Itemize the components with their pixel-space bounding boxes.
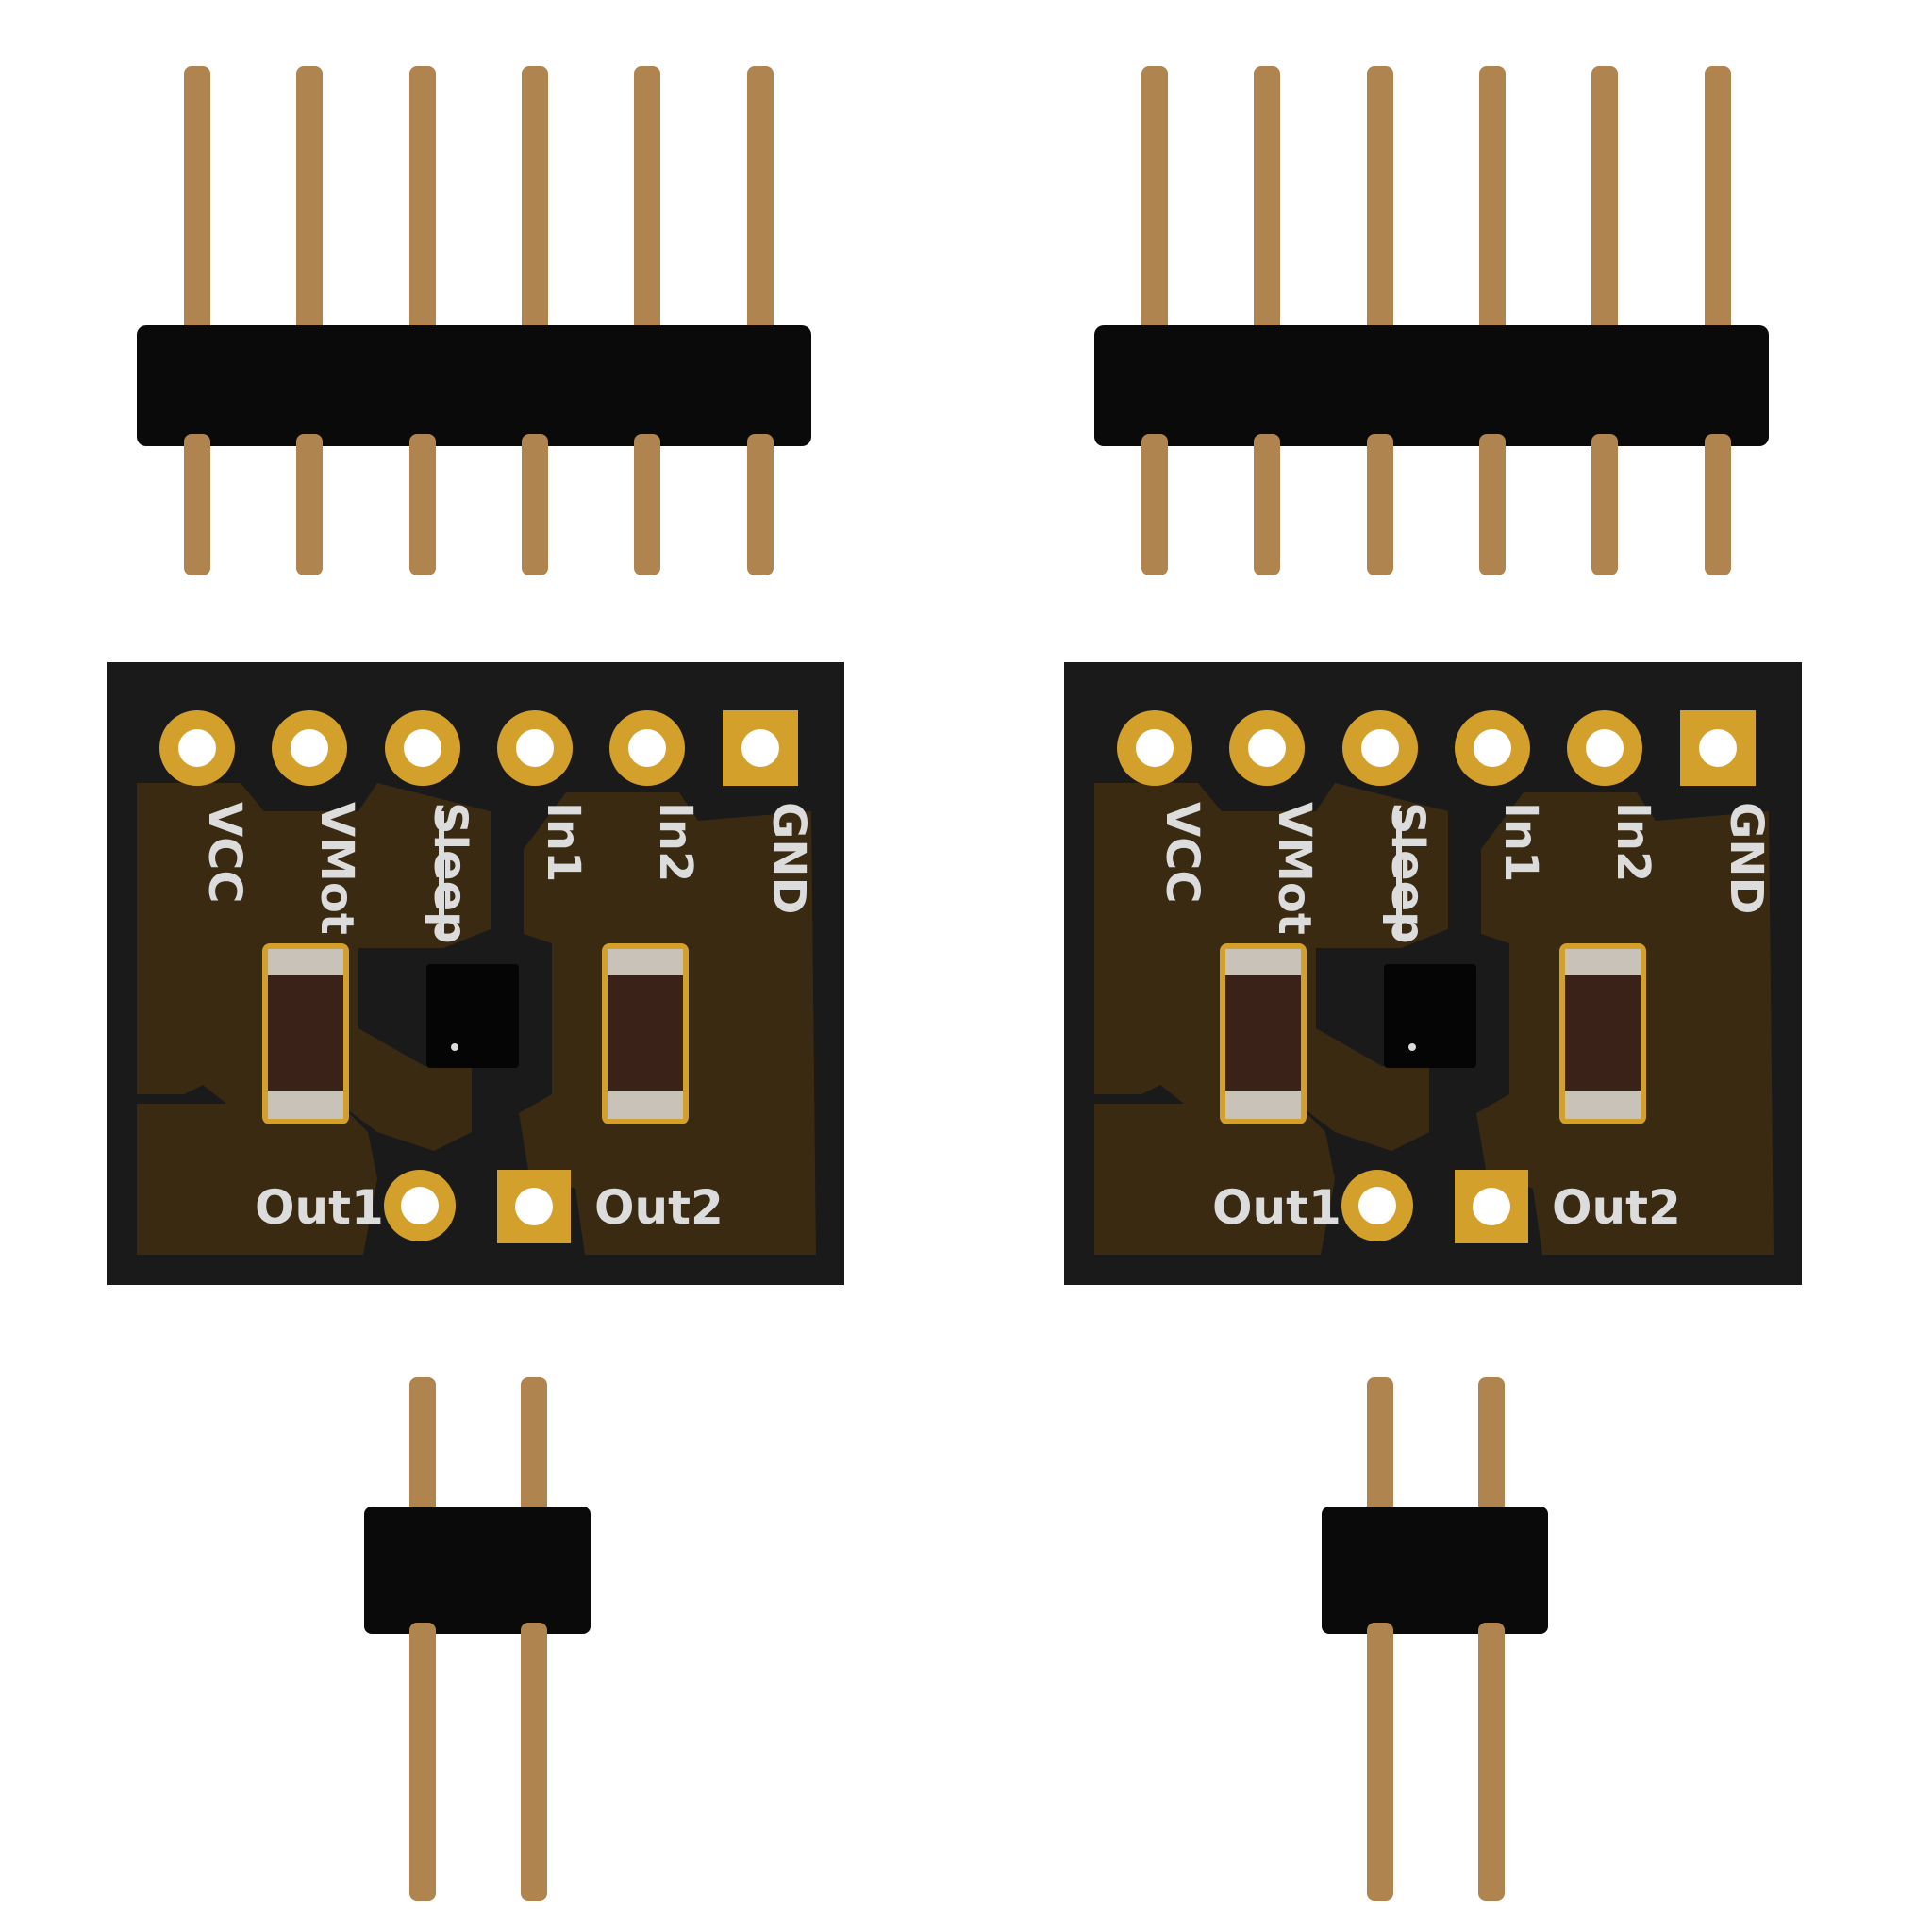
output-pads: Out1 Out2 <box>1212 1170 1681 1243</box>
pad-hole-5 <box>1586 729 1624 767</box>
header-plastic-body <box>1322 1507 1548 1634</box>
out1-hole <box>401 1187 439 1224</box>
capacitor-c2 <box>602 943 689 1124</box>
pcb-board-right: VCC VMot Sleep In1 In2 GND <box>1064 662 1802 1285</box>
header-pin-upper-2 <box>296 66 323 340</box>
header-pin-upper-2 <box>1254 66 1280 340</box>
pin-pads <box>159 710 798 786</box>
header-pin-upper-4 <box>522 66 548 340</box>
pad-hole-2 <box>1248 729 1286 767</box>
pin-label-sleep: Sleep <box>1381 802 1434 944</box>
header-pin-lower-6 <box>1705 434 1731 575</box>
header-pin-lower-5 <box>634 434 660 575</box>
header-plastic-body <box>364 1507 591 1634</box>
header-pin-lower-5 <box>1591 434 1618 575</box>
pin-lower-1 <box>1367 1623 1393 1901</box>
pin-lower-1 <box>409 1623 436 1901</box>
output-pads: Out1 Out2 <box>255 1170 724 1243</box>
out2-hole <box>515 1188 553 1225</box>
header-pins <box>184 66 774 340</box>
pad-hole-3 <box>404 729 441 767</box>
pin1-dot <box>1408 1043 1416 1051</box>
header-pin-lower-6 <box>747 434 774 575</box>
six-pin-header-right <box>1094 66 1769 575</box>
header-pin-lower-2 <box>1254 434 1280 575</box>
header-plastic-body <box>137 325 811 446</box>
header-pin-upper-1 <box>1141 66 1168 340</box>
output-label-out2: Out2 <box>594 1180 724 1235</box>
driver-ic-chip <box>1384 964 1476 1068</box>
header-pin-lower-3 <box>409 434 436 575</box>
pin-label-vmot: VMot <box>310 802 363 935</box>
header-pin-upper-1 <box>184 66 210 340</box>
pin-lower-2 <box>1478 1623 1505 1901</box>
pin-upper-2 <box>1478 1377 1505 1519</box>
pin-upper-1 <box>1367 1377 1393 1519</box>
header-pin-upper-6 <box>747 66 774 340</box>
pin-upper-2 <box>521 1377 547 1519</box>
pin-label-sleep: Sleep <box>424 802 476 944</box>
header-pins-lower <box>1141 434 1731 575</box>
pin-labels: VCC VMot Sleep In1 In2 GND <box>1156 802 1773 944</box>
pad-hole-6 <box>1699 729 1737 767</box>
header-pin-upper-6 <box>1705 66 1731 340</box>
pad-hole-1 <box>178 729 216 767</box>
pin-labels: VCC VMot Sleep In1 In2 GND <box>198 802 815 944</box>
capacitor-c1 <box>262 943 349 1124</box>
header-pin-lower-2 <box>296 434 323 575</box>
pin-lower-2 <box>521 1623 547 1901</box>
driver-module-right: VCC VMot Sleep In1 In2 GND <box>1064 66 1802 1901</box>
pin-label-vmot: VMot <box>1268 802 1321 935</box>
pin-upper-1 <box>409 1377 436 1519</box>
header-plastic-body <box>1094 325 1769 446</box>
pin-label-in2: In2 <box>649 802 702 882</box>
driver-ic-chip <box>426 964 519 1068</box>
header-pins-lower <box>184 434 774 575</box>
pin-pads <box>1117 710 1756 786</box>
header-pin-lower-1 <box>1141 434 1168 575</box>
copper-pour-bottom <box>1094 1104 1335 1255</box>
capacitor-c1 <box>1220 943 1307 1124</box>
header-pin-upper-3 <box>1367 66 1393 340</box>
pin-label-in1: In1 <box>1494 802 1547 882</box>
pad-hole-3 <box>1361 729 1399 767</box>
pad-hole-4 <box>1474 729 1511 767</box>
pad-hole-4 <box>516 729 554 767</box>
output-label-out1: Out1 <box>255 1180 384 1235</box>
two-pin-header-right <box>1322 1377 1548 1901</box>
pad-hole-6 <box>741 729 779 767</box>
header-pins <box>1141 66 1731 340</box>
output-label-out1: Out1 <box>1212 1180 1341 1235</box>
capacitor-c2 <box>1559 943 1646 1124</box>
header-pin-upper-5 <box>634 66 660 340</box>
header-pin-upper-3 <box>409 66 436 340</box>
two-pin-header-left <box>364 1377 591 1901</box>
out1-hole <box>1358 1187 1396 1224</box>
driver-module-left: VCC VMot Sleep In1 In2 GND <box>107 66 844 1901</box>
header-pin-lower-3 <box>1367 434 1393 575</box>
pin-label-in1: In1 <box>537 802 590 882</box>
pin-label-gnd: GND <box>1720 802 1773 914</box>
header-pin-lower-4 <box>1479 434 1506 575</box>
header-pin-lower-4 <box>522 434 548 575</box>
output-label-out2: Out2 <box>1552 1180 1681 1235</box>
copper-pour-bottom <box>137 1104 377 1255</box>
pin-label-gnd: GND <box>762 802 815 914</box>
header-pin-lower-1 <box>184 434 210 575</box>
pcb-board-left: VCC VMot Sleep In1 In2 GND <box>107 662 844 1285</box>
pad-hole-1 <box>1136 729 1174 767</box>
header-pin-upper-5 <box>1591 66 1618 340</box>
out2-hole <box>1473 1188 1510 1225</box>
header-pin-upper-4 <box>1479 66 1506 340</box>
pad-hole-5 <box>628 729 666 767</box>
six-pin-header-left <box>137 66 811 575</box>
pin-label-in2: In2 <box>1607 802 1659 882</box>
pin1-dot <box>451 1043 458 1051</box>
pin-label-vcc: VCC <box>1156 802 1208 904</box>
pin-label-vcc: VCC <box>198 802 251 904</box>
pad-hole-2 <box>291 729 328 767</box>
